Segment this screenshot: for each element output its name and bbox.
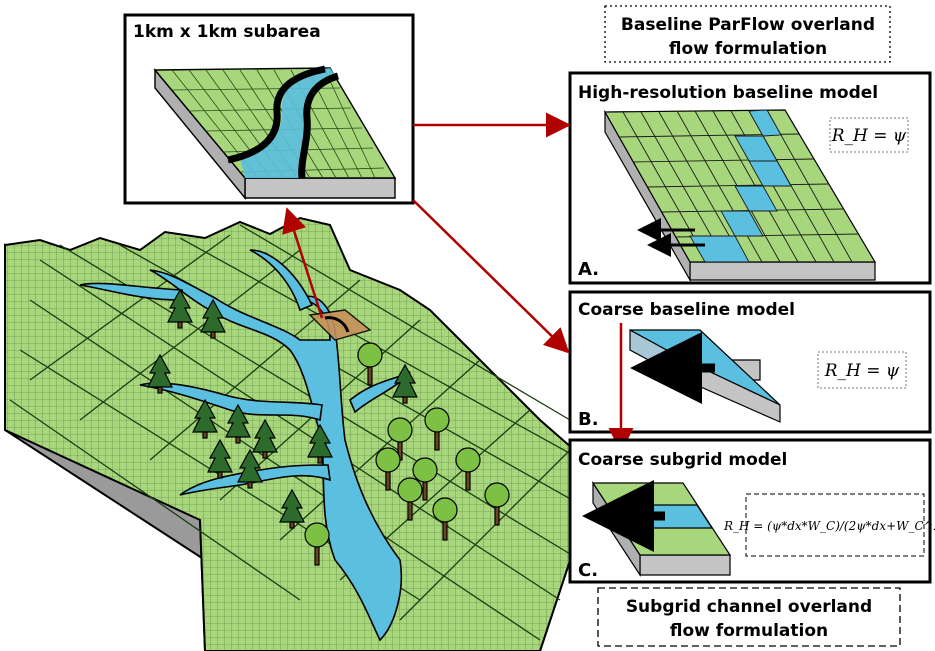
panel-b-title: Coarse baseline model <box>578 300 795 320</box>
arrow-landscape-to-subarea <box>282 207 324 319</box>
subgrid-note-box <box>597 587 901 647</box>
deciduous-trees <box>304 342 510 566</box>
panel-a-title: High-resolution baseline model <box>578 83 878 103</box>
panel-c-equation: R_H = (ψ*dx*W_C)/(2ψ*dx+W_C^2) <box>723 519 935 533</box>
baseline-note-box <box>604 5 891 63</box>
panel-a-letter: A. <box>578 259 599 280</box>
panel-a-equation: R_H = ψ <box>831 126 907 146</box>
conifer-trees <box>147 288 418 529</box>
subgrid-note-line2: flow formulation <box>670 621 828 641</box>
baseline-note-line1: Baseline ParFlow overland <box>621 15 875 35</box>
connector-arrows <box>282 112 571 354</box>
subgrid-note-line1: Subgrid channel overland <box>626 597 872 617</box>
baseline-note-line2: flow formulation <box>669 39 827 59</box>
panel-c-letter: C. <box>578 560 598 581</box>
arrow-subarea-to-panel-b <box>412 199 570 354</box>
panel-b-letter: B. <box>578 409 599 430</box>
panel-b-equation: R_H = ψ <box>824 361 900 381</box>
panel-c-title: Coarse subgrid model <box>578 450 787 470</box>
river-network <box>79 249 411 642</box>
subarea-box <box>123 13 415 205</box>
subarea-title: 1km x 1km subarea <box>133 22 321 42</box>
panel-a <box>568 71 932 285</box>
landscape-block <box>4 216 602 651</box>
landscape-top-surface <box>4 216 602 651</box>
